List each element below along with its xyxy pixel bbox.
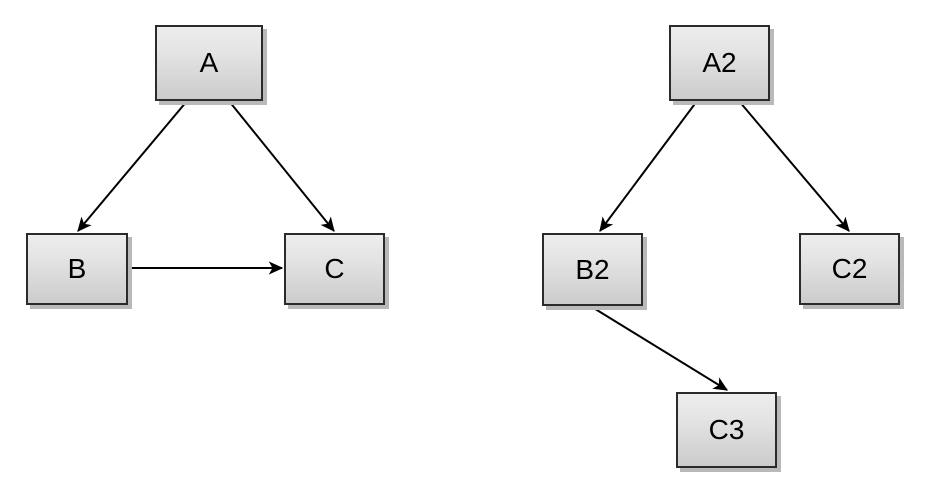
node-c3[interactable]: C3 — [676, 392, 777, 468]
node-b2[interactable]: B2 — [542, 233, 643, 306]
node-a2[interactable]: A2 — [669, 25, 770, 101]
node-label-b2: B2 — [575, 253, 610, 285]
node-label-c2: C2 — [831, 253, 868, 284]
node-label-b: B — [67, 253, 87, 284]
node-label-c: C — [324, 253, 345, 284]
node-b[interactable]: B — [26, 233, 128, 305]
node-c2[interactable]: C2 — [799, 233, 900, 305]
node-a[interactable]: A — [155, 25, 263, 101]
node-c[interactable]: C — [284, 233, 385, 305]
node-label-a2: A2 — [702, 47, 737, 78]
edges-group — [77, 100, 850, 391]
edge-a2-to-b2 — [599, 100, 698, 232]
edge-b2-to-c3 — [591, 306, 728, 391]
node-label-c3: C3 — [708, 414, 745, 445]
edge-a2-to-c2 — [738, 100, 850, 232]
edge-a-to-b — [77, 100, 188, 232]
edge-a-to-c — [228, 100, 335, 232]
node-label-a: A — [199, 47, 219, 78]
